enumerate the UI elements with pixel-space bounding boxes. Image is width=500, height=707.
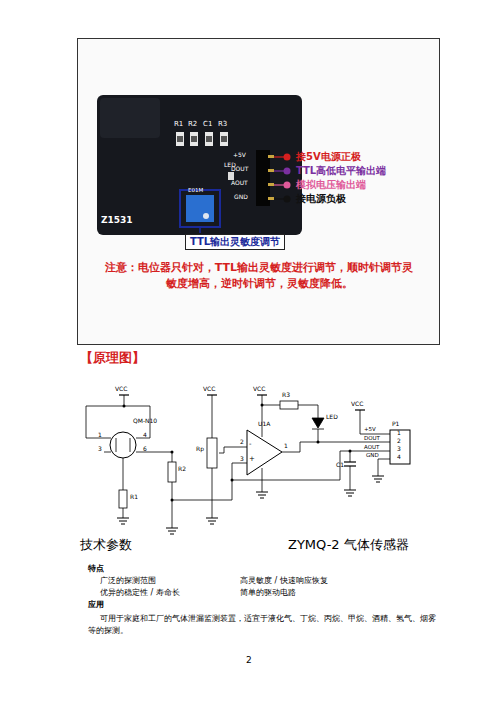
text-label: 【原理图】 — [80, 351, 145, 365]
text-label: 可用于家庭和工厂的气体泄漏监测装置，适宜于液化气、丁烷、丙烷、甲烷、酒精、氢气、… — [88, 613, 440, 637]
junction-dots — [123, 404, 352, 502]
text-label: C1 — [336, 462, 344, 469]
text-label: U1A — [258, 421, 270, 428]
pin-leaders — [274, 154, 291, 203]
caption-box: TTL输出灵敏度调节 — [185, 234, 285, 250]
text-label: - — [249, 441, 252, 449]
text-label: Rp — [196, 446, 204, 453]
text-label: 4 — [143, 432, 147, 439]
text-label: P1 — [392, 421, 399, 428]
text-label: R2 — [188, 121, 197, 129]
text-label: 1 — [284, 443, 288, 450]
text-label: 模拟电压输出端 — [296, 179, 366, 190]
led-part — [228, 172, 234, 180]
text-label: 1 — [397, 430, 401, 437]
text-label: 简单的驱动电路 — [240, 589, 296, 598]
text-label: C1 — [203, 121, 212, 129]
ground-symbols — [117, 476, 384, 534]
potentiometer — [186, 195, 214, 222]
text-label: +5V — [364, 426, 376, 432]
text-label: VCC — [253, 386, 265, 393]
photo-frame: 注意：电位器只针对，TTL输出灵敏度进行调节，顺时针调节灵敏度增高，逆时针调节，… — [77, 38, 440, 345]
node-text: TTL输出灵敏度调节 — [190, 236, 280, 248]
text-label: DOUT — [364, 435, 380, 441]
text-label: QM-N10 — [133, 418, 157, 425]
text-label: + — [249, 456, 255, 464]
text-label: GND — [234, 194, 248, 201]
text-label: R3 — [282, 392, 290, 399]
text-label: GND — [366, 452, 379, 458]
text-label: VCC — [203, 386, 215, 393]
text-label: 2 — [397, 438, 401, 445]
text-label: LED — [224, 162, 236, 169]
text-label: 特点 — [88, 565, 104, 574]
schematic-wires — [86, 395, 410, 528]
board-shade — [100, 98, 160, 138]
text-label: E01M — [188, 187, 203, 193]
text-label: 2 — [246, 656, 252, 666]
text-label: AOUT — [364, 444, 379, 450]
text-label: 6 — [143, 446, 147, 453]
text-label: R3 — [218, 121, 227, 129]
text-label: Z1531 — [101, 216, 133, 226]
text-label: 3 — [240, 456, 244, 463]
text-label: 4 — [397, 454, 401, 461]
text-label: 接电源负极 — [296, 193, 346, 204]
text-label: 广泛的探测范围 — [100, 577, 156, 586]
text-label: VCC — [115, 386, 127, 393]
text-label: 优异的稳定性 / 寿命长 — [100, 589, 180, 598]
smd-bodies — [177, 136, 227, 142]
sensor-board — [97, 95, 302, 235]
smd-parts — [176, 132, 228, 146]
text-label: R2 — [178, 466, 186, 473]
text-label: TTL高低电平输出端 — [296, 165, 386, 176]
text-label: 2 — [240, 439, 244, 446]
text-label: 接5V电源正极 — [296, 151, 361, 162]
leader-line — [199, 227, 201, 233]
text-label: 3 — [397, 446, 401, 453]
text-label: VCC — [351, 401, 363, 408]
photo-ground — [78, 39, 439, 344]
pot-screw — [203, 213, 209, 219]
text-label: 应用 — [88, 601, 104, 610]
text-label: 3 — [98, 446, 102, 453]
text-label: AOUT — [231, 180, 248, 187]
node-text: 注意：电位器只针对，TTL输出灵敏度进行调节，顺时针调节灵敏度增高，逆时针调节，… — [102, 260, 416, 292]
text-label: R1 — [174, 121, 183, 129]
text-label: ZYMQ-2 气体传感器 — [288, 538, 409, 552]
pin-header — [256, 150, 274, 206]
highlight-box — [180, 190, 220, 227]
text-label: 技术参数 — [80, 538, 132, 552]
text-label: 1 — [98, 432, 102, 439]
text-label: LED — [326, 414, 338, 421]
text-label: 高灵敏度 / 快速响应恢复 — [240, 577, 328, 586]
text-label: R1 — [130, 494, 138, 501]
text-label: +5V — [233, 152, 246, 159]
